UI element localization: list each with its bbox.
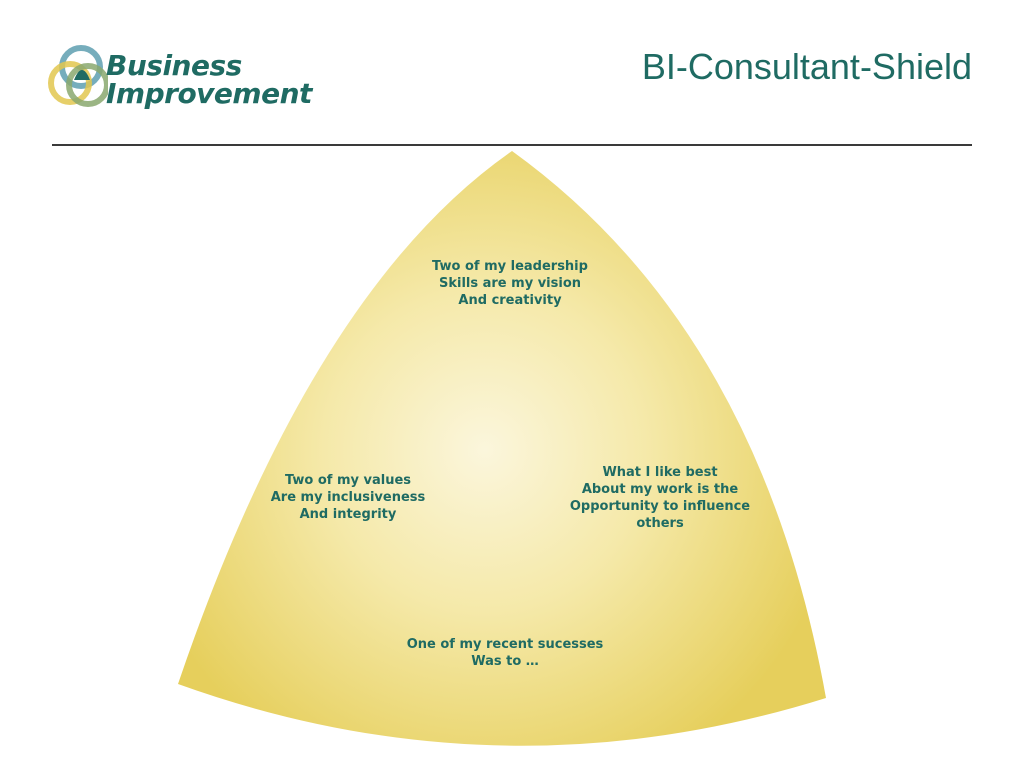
shield-text-work: What I like best About my work is the Op… xyxy=(550,464,770,532)
shield-right-line-4: others xyxy=(636,516,684,531)
business-improvement-logo: Business Improvement xyxy=(48,40,358,110)
logo-word-improvement: Improvement xyxy=(106,77,312,110)
shield-right-line-3: Opportunity to influence xyxy=(569,499,751,514)
shield-left-line-1: Two of my values xyxy=(284,473,412,488)
shield-bottom-line-2: Was to … xyxy=(471,654,539,669)
shield-bottom-line-1: One of my recent sucesses xyxy=(406,637,604,652)
shield-top-line-2: Skills are my vision xyxy=(438,276,582,291)
logo-word-business: Business xyxy=(106,49,242,82)
shield-text-values: Two of my values Are my inclusiveness An… xyxy=(248,472,448,523)
shield-text-successes: One of my recent sucesses Was to … xyxy=(380,636,630,670)
title-divider xyxy=(52,144,972,146)
shield-left-line-2: Are my inclusiveness xyxy=(270,490,426,505)
shield-right-line-2: About my work is the xyxy=(581,482,739,497)
shield-right-line-1: What I like best xyxy=(602,465,718,480)
shield-text-leadership: Two of my leadership Skills are my visio… xyxy=(400,258,620,309)
shield-top-line-1: Two of my leadership xyxy=(432,259,588,274)
shield-top-line-3: And creativity xyxy=(458,293,562,308)
shield-triangle xyxy=(178,151,826,746)
page-title: BI-Consultant-Shield xyxy=(641,46,972,87)
three-rings-logo-icon xyxy=(48,45,108,107)
shield-left-line-3: And integrity xyxy=(299,507,397,522)
